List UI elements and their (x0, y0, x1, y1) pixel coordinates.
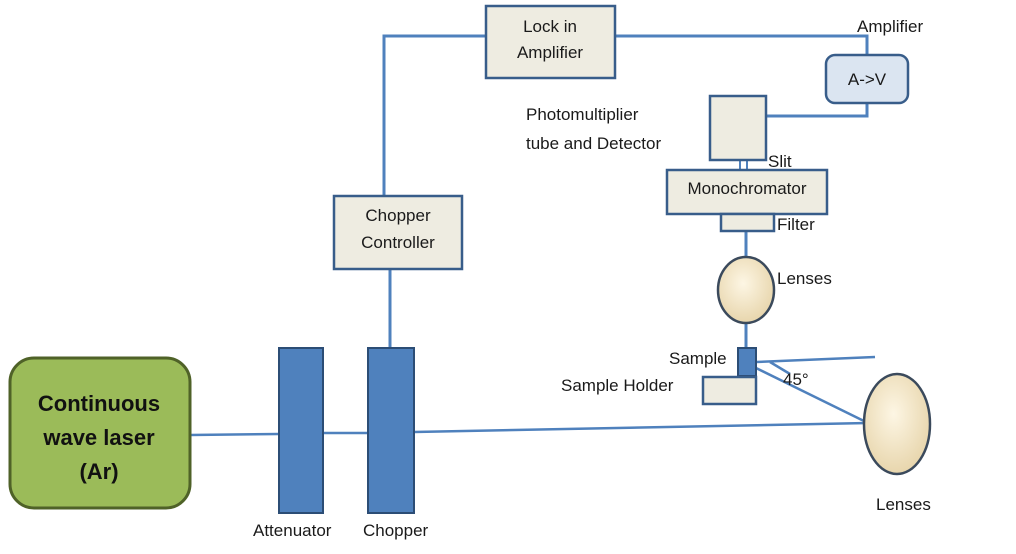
chopper-controller-label-line2: Controller (361, 233, 435, 252)
wire-lockin-to-chopper-controller (382, 34, 486, 196)
chopper-controller-label-line1: Chopper (365, 206, 431, 225)
beam-paths (189, 355, 876, 437)
beam-reflected (755, 355, 876, 364)
photomultiplier-detector (708, 94, 768, 162)
lenses-lower-label: Lenses (876, 495, 931, 514)
sample-label: Sample (669, 349, 727, 368)
a-to-v-label: A->V (848, 70, 887, 89)
lock-in-label-line2: Amplifier (517, 43, 583, 62)
pmt-label-line1: Photomultiplier (526, 105, 639, 124)
attenuator-label: Attenuator (253, 521, 332, 540)
lock-in-label-line1: Lock in (523, 17, 577, 36)
wire-av-to-pmt (766, 103, 869, 118)
continuous-wave-laser: Continuous wave laser (Ar) (8, 356, 192, 510)
angle-label: 45° (783, 370, 809, 389)
lock-in-amplifier: Lock in Amplifier (484, 4, 617, 80)
monochromator-label: Monochromator (687, 179, 806, 198)
chopper-label: Chopper (363, 521, 429, 540)
upper-lens (716, 255, 776, 325)
wire-lockin-to-av (615, 34, 869, 55)
beam-chopper-to-lens (413, 421, 869, 434)
lower-lens (862, 372, 932, 476)
angle-marker (769, 360, 791, 376)
slit-label: Slit (768, 152, 792, 171)
beam-lens-to-sample (755, 366, 869, 425)
attenuator (278, 347, 324, 514)
filter (719, 212, 776, 233)
chopper-controller: Chopper Controller (332, 194, 464, 271)
sample-holder (701, 375, 758, 406)
laser-label-line2: wave laser (42, 425, 155, 450)
wires (382, 34, 869, 348)
lenses-upper-label: Lenses (777, 269, 832, 288)
beam-laser-to-attenuator (189, 432, 280, 437)
amplifier-a-to-v: A->V (824, 53, 910, 105)
pmt-label-line2: tube and Detector (526, 134, 661, 153)
sample-holder-label: Sample Holder (561, 376, 674, 395)
laser-label-line3: (Ar) (79, 459, 118, 484)
chopper (367, 347, 415, 514)
amplifier-label: Amplifier (857, 17, 923, 36)
laser-label-line1: Continuous (38, 391, 160, 416)
monochromator: Monochromator (665, 168, 829, 216)
filter-label: Filter (777, 215, 815, 234)
sample (737, 347, 757, 377)
